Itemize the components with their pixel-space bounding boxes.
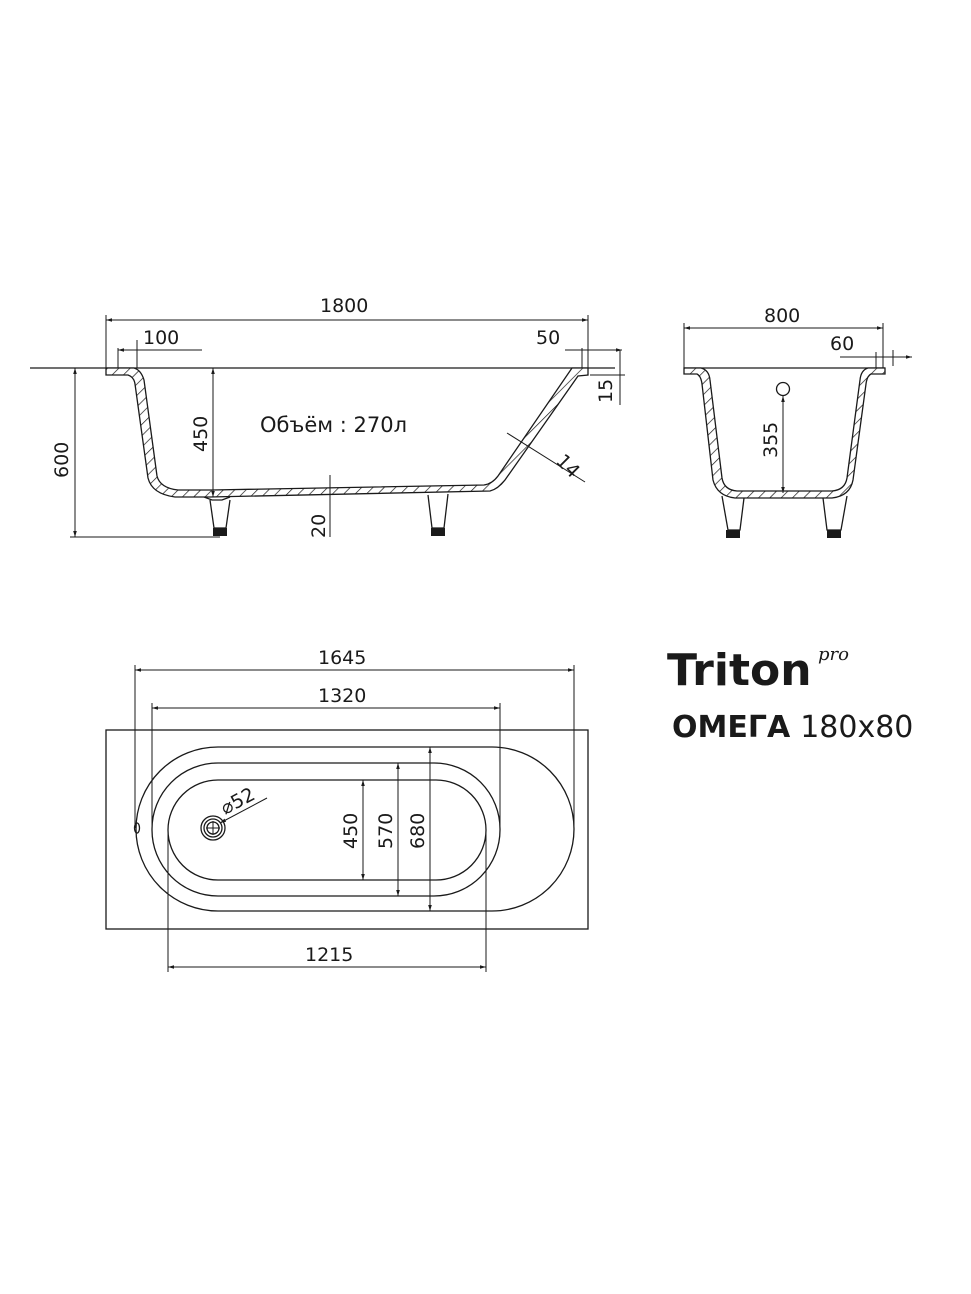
dim-rim-right: 50 bbox=[536, 327, 560, 349]
side-shell bbox=[105, 367, 589, 498]
leg-left bbox=[209, 499, 231, 529]
leg-foot-left bbox=[213, 528, 227, 536]
inner-oval bbox=[167, 779, 487, 881]
end-leg-left bbox=[721, 495, 745, 531]
outer-oval bbox=[135, 746, 575, 912]
leg-foot-right bbox=[431, 528, 445, 536]
dim-outer-width: 680 bbox=[407, 813, 429, 849]
dim-length: 1800 bbox=[320, 295, 368, 317]
drain-icon bbox=[200, 815, 226, 841]
end-leg-right bbox=[822, 495, 848, 531]
top-view: ⌀52 1645 1320 1215 450 570 680 bbox=[105, 647, 589, 972]
side-view: 1800 100 50 15 600 450 20 14 Объём : 270… bbox=[30, 295, 625, 538]
dim-middle-width: 570 bbox=[375, 813, 397, 849]
dim-inner-width: 450 bbox=[340, 813, 362, 849]
model-size: 180x80 bbox=[800, 710, 913, 745]
end-foot-left bbox=[726, 530, 740, 538]
dim-height: 600 bbox=[51, 442, 73, 478]
drain-outlet bbox=[203, 496, 231, 501]
model-title: ОМЕГА 180x80 bbox=[672, 710, 913, 745]
dim-middle-length: 1320 bbox=[318, 685, 366, 707]
dim-depth: 450 bbox=[190, 416, 212, 452]
end-foot-right bbox=[827, 530, 841, 538]
dim-inner-length: 1215 bbox=[305, 944, 353, 966]
dim-end-rim: 60 bbox=[830, 333, 854, 355]
end-shell bbox=[683, 367, 886, 499]
volume-label: Объём : 270л bbox=[260, 413, 407, 437]
dim-width: 800 bbox=[764, 305, 800, 327]
dim-rim-thickness: 15 bbox=[595, 379, 617, 403]
dim-wall-thickness: 14 bbox=[551, 450, 584, 483]
brand-logo: Triton bbox=[667, 645, 812, 696]
end-view: 800 60 355 bbox=[683, 305, 912, 538]
middle-oval bbox=[151, 762, 501, 897]
dim-overflow-height: 355 bbox=[760, 422, 782, 458]
dim-bottom-thickness: 20 bbox=[308, 514, 330, 538]
dim-outer-length: 1645 bbox=[318, 647, 366, 669]
brand-suffix: pro bbox=[818, 644, 849, 665]
dim-rim-left: 100 bbox=[143, 327, 179, 349]
overflow-icon bbox=[775, 381, 791, 397]
leg-right bbox=[427, 493, 449, 529]
top-outline bbox=[105, 729, 589, 930]
model-name: ОМЕГА bbox=[672, 710, 791, 745]
brand-block: Triton pro ОМЕГА 180x80 bbox=[667, 644, 913, 745]
